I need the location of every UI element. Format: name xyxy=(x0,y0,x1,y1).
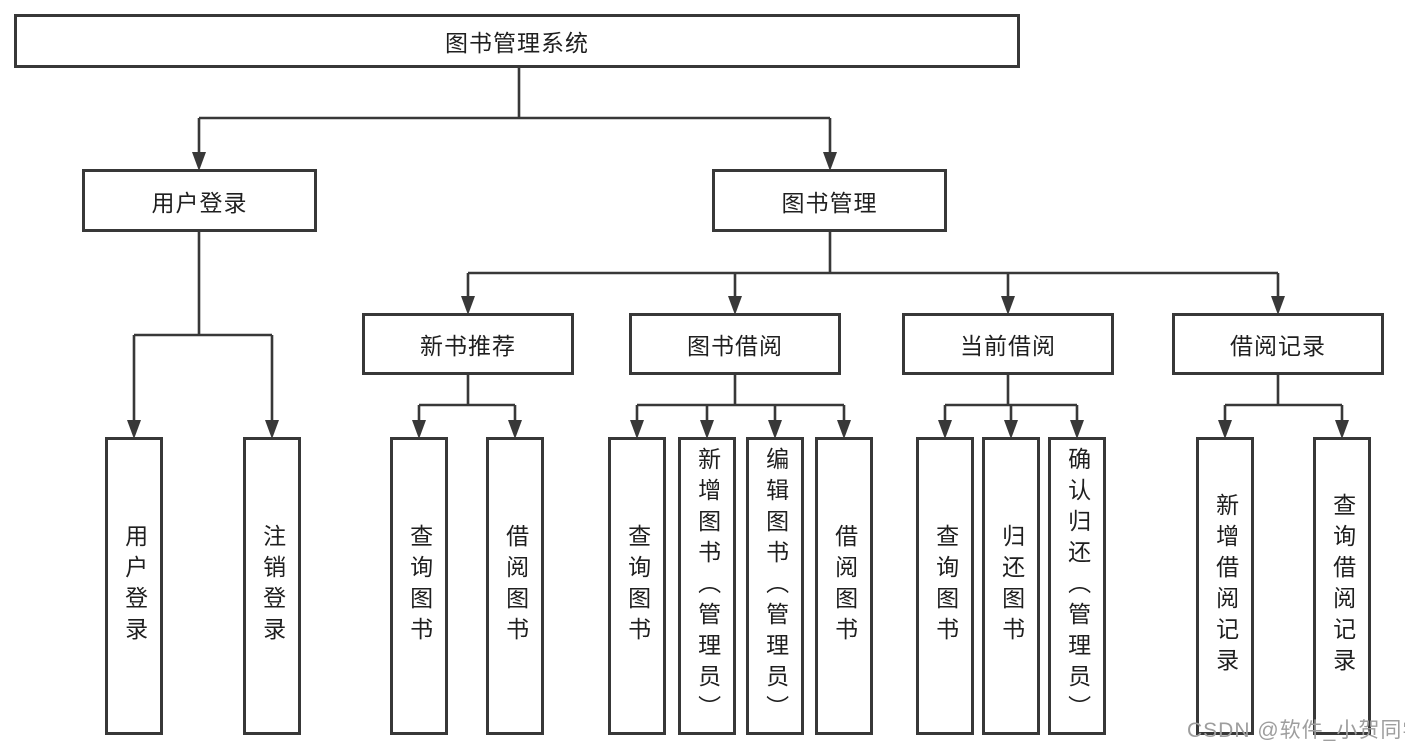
leaf-borrow-books-borrowing-label: 借阅图书 xyxy=(831,524,858,648)
leaf-confirm-return-admin-label: 确认归还（管理员） xyxy=(1064,446,1091,726)
leaf-add-borrow-record: 新增借阅记录 xyxy=(1196,437,1254,735)
leaf-query-books-recommend: 查询图书 xyxy=(390,437,448,735)
node-borrow-records-label: 借阅记录 xyxy=(1230,333,1326,359)
leaf-query-books-borrowing: 查询图书 xyxy=(608,437,666,735)
leaf-add-borrow-record-label: 新增借阅记录 xyxy=(1212,493,1239,679)
node-root-label: 图书管理系统 xyxy=(445,30,589,56)
node-current-borrowing-label: 当前借阅 xyxy=(960,333,1056,359)
leaf-logout-label: 注销登录 xyxy=(259,524,286,648)
leaf-query-books-borrowing-label: 查询图书 xyxy=(624,524,651,648)
leaf-logout: 注销登录 xyxy=(243,437,301,735)
leaf-add-book-admin-label: 新增图书（管理员） xyxy=(694,446,721,726)
node-book-borrowing: 图书借阅 xyxy=(629,313,841,375)
node-book-management: 图书管理 xyxy=(712,169,947,232)
leaf-query-books-current: 查询图书 xyxy=(916,437,974,735)
leaf-query-books-recommend-label: 查询图书 xyxy=(406,524,433,648)
watermark: CSDN @软件_小贺同学 xyxy=(1187,719,1405,742)
node-book-management-label: 图书管理 xyxy=(781,189,878,216)
leaf-borrow-books-recommend: 借阅图书 xyxy=(486,437,544,735)
leaf-user-login-label: 用户登录 xyxy=(121,524,148,648)
leaf-borrow-books-borrowing: 借阅图书 xyxy=(815,437,873,735)
node-borrow-records: 借阅记录 xyxy=(1172,313,1384,375)
node-root: 图书管理系统 xyxy=(14,14,1020,68)
leaf-query-borrow-record-label: 查询借阅记录 xyxy=(1329,493,1356,679)
node-user-login: 用户登录 xyxy=(82,169,317,232)
node-book-borrowing-label: 图书借阅 xyxy=(687,333,783,359)
leaf-return-books: 归还图书 xyxy=(982,437,1040,735)
leaf-edit-book-admin-label: 编辑图书（管理员） xyxy=(762,446,789,726)
node-current-borrowing: 当前借阅 xyxy=(902,313,1114,375)
leaf-edit-book-admin: 编辑图书（管理员） xyxy=(746,437,804,735)
node-new-book-recommend: 新书推荐 xyxy=(362,313,574,375)
leaf-add-book-admin: 新增图书（管理员） xyxy=(678,437,736,735)
node-new-book-recommend-label: 新书推荐 xyxy=(420,333,516,359)
leaf-query-borrow-record: 查询借阅记录 xyxy=(1313,437,1371,735)
leaf-confirm-return-admin: 确认归还（管理员） xyxy=(1048,437,1106,735)
leaf-return-books-label: 归还图书 xyxy=(998,524,1025,648)
node-user-login-label: 用户登录 xyxy=(151,189,248,216)
leaf-borrow-books-recommend-label: 借阅图书 xyxy=(502,524,529,648)
leaf-user-login: 用户登录 xyxy=(105,437,163,735)
leaf-query-books-current-label: 查询图书 xyxy=(932,524,959,648)
